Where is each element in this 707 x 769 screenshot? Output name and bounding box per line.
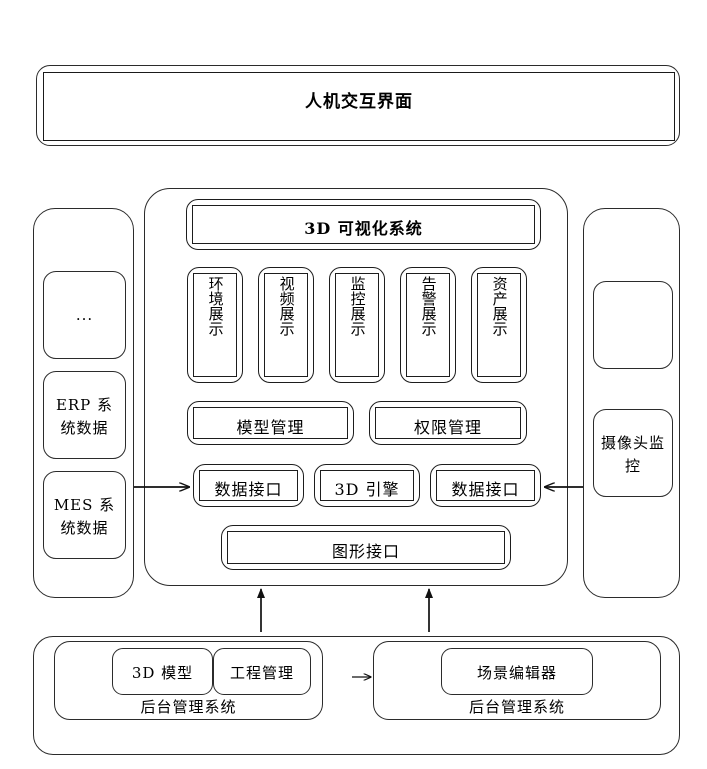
display-card-asset-text: 资产展示 <box>472 276 526 336</box>
visualization-system-header-label: 3D 可视化系统 <box>304 219 423 238</box>
data-interface-right-box-inner <box>436 470 535 501</box>
backend-box-3d-model-label: 3D 模型 <box>131 664 194 682</box>
display-card-asset[interactable]: 资产展示 <box>471 267 527 383</box>
camera-source-item-camera[interactable]: 摄像头监控 <box>593 409 673 497</box>
backend-outer-container: 3D 模型 工程管理 后台管理系统 场景编辑器 后台管理系统 <box>33 636 680 755</box>
display-card-alarm-inner <box>406 273 450 377</box>
camera-source-column: 摄像头监控 <box>583 208 680 598</box>
data-source-item-mes-label: MES 系统数据 <box>53 496 116 537</box>
model-management-box[interactable]: 模型管理 <box>187 401 354 445</box>
visualization-system-header-inner <box>192 205 535 244</box>
camera-source-item-empty[interactable] <box>593 281 673 369</box>
display-card-video-inner <box>264 273 308 377</box>
display-card-monitor[interactable]: 监控展示 <box>329 267 385 383</box>
display-card-alarm[interactable]: 告警展示 <box>400 267 456 383</box>
display-card-environment-text: 环境展示 <box>188 276 242 336</box>
backend-box-scene-editor-label: 场景编辑器 <box>476 664 557 682</box>
visualization-platform-panel: 3D 可视化系统 环境展示 视频展示 监控展示 告警展示 <box>144 188 568 586</box>
display-card-monitor-inner <box>335 273 379 377</box>
permission-management-box-inner <box>375 407 521 439</box>
display-card-video-label: 视频展示 <box>277 276 296 336</box>
data-source-item-mes[interactable]: MES 系统数据 <box>43 471 126 559</box>
visualization-system-header[interactable]: 3D 可视化系统 <box>186 199 541 250</box>
hmi-panel-title: 人机交互界面 <box>305 92 413 112</box>
data-source-item-other[interactable]: ... <box>43 271 126 359</box>
display-card-video-text: 视频展示 <box>259 276 313 336</box>
display-card-environment-inner <box>193 273 237 377</box>
graphics-interface-box-inner <box>227 531 505 564</box>
display-card-monitor-label: 监控展示 <box>348 276 367 336</box>
backend-box-project-management-label: 工程管理 <box>229 664 294 682</box>
display-card-monitor-text: 监控展示 <box>330 276 384 336</box>
backend-group-right-caption: 后台管理系统 <box>468 698 565 716</box>
data-source-item-erp-label: ERP 系统数据 <box>55 396 114 437</box>
data-interface-right-label: 数据接口 <box>451 480 520 499</box>
display-card-asset-label: 资产展示 <box>490 276 509 336</box>
data-source-column: ... ERP 系统数据 MES 系统数据 <box>33 208 134 598</box>
display-card-alarm-label: 告警展示 <box>419 276 438 336</box>
permission-management-box[interactable]: 权限管理 <box>369 401 527 445</box>
model-management-label: 模型管理 <box>236 418 305 437</box>
camera-source-item-camera-label: 摄像头监控 <box>600 434 665 475</box>
display-card-video[interactable]: 视频展示 <box>258 267 314 383</box>
permission-management-label: 权限管理 <box>413 418 482 437</box>
data-interface-right-box[interactable]: 数据接口 <box>430 464 541 507</box>
display-card-environment[interactable]: 环境展示 <box>187 267 243 383</box>
hmi-panel-inner: 人机交互界面 <box>43 72 675 141</box>
backend-group-left: 3D 模型 工程管理 后台管理系统 <box>54 641 323 720</box>
engine-3d-box[interactable]: 3D 引擎 <box>314 464 420 507</box>
data-interface-left-box[interactable]: 数据接口 <box>193 464 304 507</box>
data-interface-left-box-inner <box>199 470 298 501</box>
engine-3d-box-inner <box>320 470 414 501</box>
display-card-alarm-text: 告警展示 <box>401 276 455 336</box>
backend-group-left-caption: 后台管理系统 <box>140 698 237 716</box>
display-card-environment-label: 环境展示 <box>206 276 225 336</box>
backend-box-project-management[interactable]: 工程管理 <box>213 648 311 695</box>
backend-group-right: 场景编辑器 后台管理系统 <box>373 641 661 720</box>
graphics-interface-box[interactable]: 图形接口 <box>221 525 511 570</box>
backend-box-3d-model[interactable]: 3D 模型 <box>112 648 213 695</box>
display-card-asset-inner <box>477 273 521 377</box>
engine-3d-label: 3D 引擎 <box>334 480 400 499</box>
data-source-item-erp[interactable]: ERP 系统数据 <box>43 371 126 459</box>
backend-box-scene-editor[interactable]: 场景编辑器 <box>441 648 593 695</box>
data-interface-left-label: 数据接口 <box>214 480 283 499</box>
graphics-interface-label: 图形接口 <box>331 542 400 561</box>
model-management-box-inner <box>193 407 348 439</box>
data-source-item-other-label: ... <box>75 306 94 324</box>
hmi-panel: 人机交互界面 <box>36 65 680 146</box>
